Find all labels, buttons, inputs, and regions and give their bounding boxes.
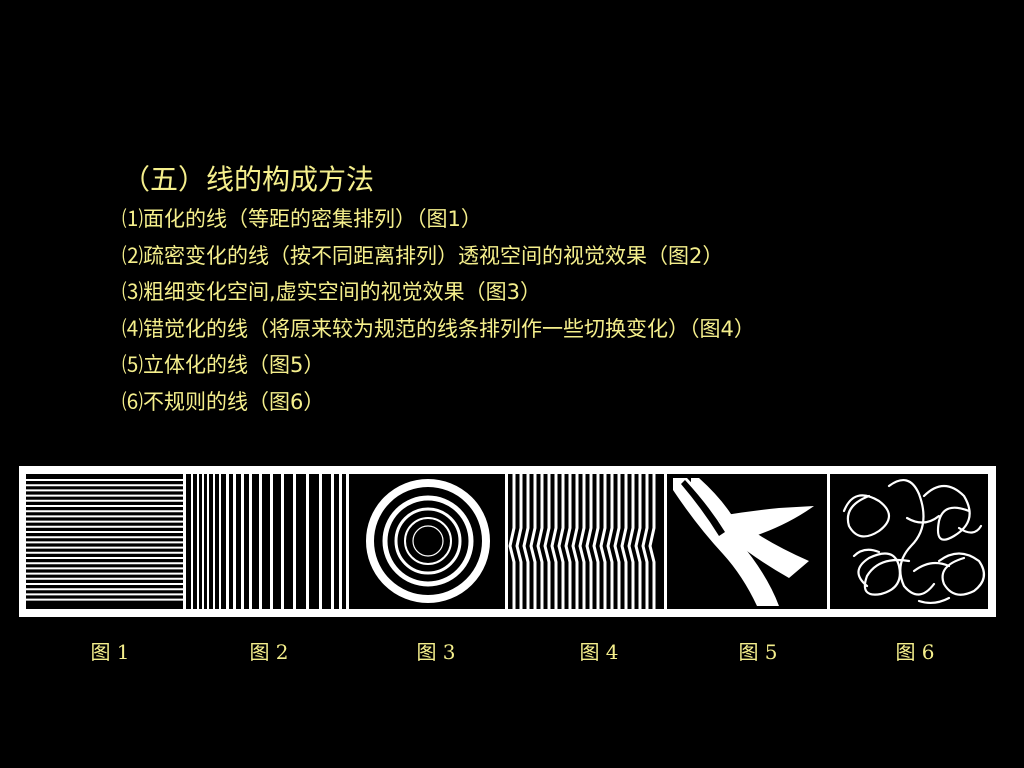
figure-strip-drawing (26, 474, 988, 609)
figure-1-equal-lines (26, 474, 183, 609)
list-item: ⑷错觉化的线（将原来较为规范的线条排列作一些切换变化）（图4） (122, 316, 755, 341)
figure-3-concentric-rings (349, 474, 505, 609)
caption-fig6: 图 6 (895, 640, 935, 664)
figure-5-3d-ribbons (667, 474, 827, 609)
figure-strip (19, 466, 996, 617)
caption-fig4: 图 4 (579, 640, 619, 664)
list-item: ⑹不规则的线（图6） (122, 389, 325, 414)
figure-2-density-lines (186, 474, 346, 609)
method-list: ⑴面化的线（等距的密集排列）（图1） ⑵疏密变化的线（按不同距离排列）透视空间的… (122, 204, 755, 423)
list-item: ⑵疏密变化的线（按不同距离排列）透视空间的视觉效果（图2） (122, 243, 724, 268)
list-item: ⑶粗细变化空间,虚实空间的视觉效果（图3） (122, 280, 542, 304)
caption-fig5: 图 5 (738, 640, 778, 664)
caption-fig3: 图 3 (416, 640, 456, 664)
figure-6-irregular-lines (830, 474, 988, 609)
figure-4-illusion-lines (508, 474, 664, 609)
list-item: ⑴面化的线（等距的密集排列）（图1） (122, 207, 482, 231)
list-item: ⑸立体化的线（图5） (122, 353, 325, 377)
caption-fig1: 图 1 (90, 640, 130, 664)
caption-fig2: 图 2 (249, 640, 289, 664)
section-title: （五）线的构成方法 (122, 163, 375, 196)
